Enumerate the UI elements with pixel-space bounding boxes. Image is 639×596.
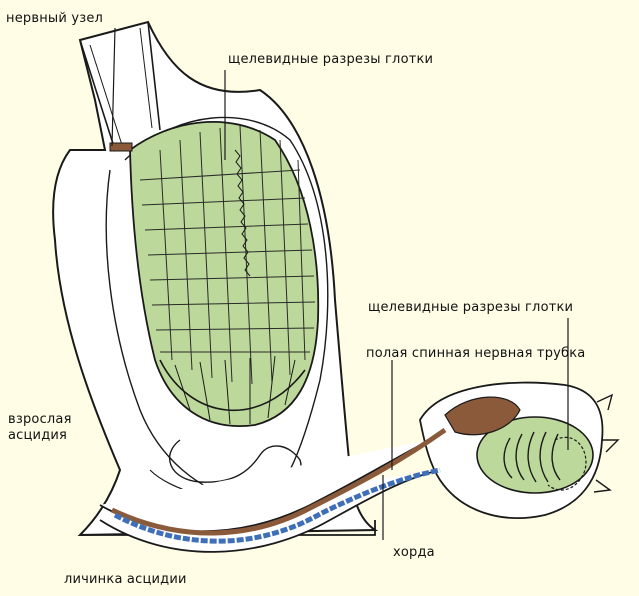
label-gill-slits-right: щелевидные разрезы глотки (368, 301, 573, 315)
adult-ascidian (53, 22, 375, 535)
label-gill-slits-top: щелевидные разрезы глотки (228, 53, 433, 67)
label-nerve-ganglion: нервный узел (6, 12, 103, 26)
label-adult-line1: взрослая (8, 413, 72, 427)
label-notochord: хорда (393, 546, 435, 560)
nerve-ganglion-mark (110, 143, 132, 151)
label-larva: личинка асцидии (64, 573, 187, 587)
label-adult-line2: асцидия (8, 429, 67, 443)
label-nerve-tube: полая спинная нервная трубка (366, 347, 585, 361)
